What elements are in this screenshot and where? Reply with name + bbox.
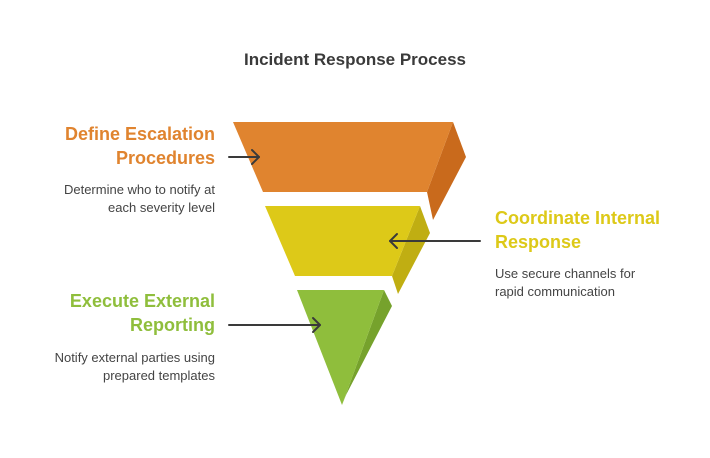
stage-1-desc-line2: each severity level xyxy=(108,200,215,215)
stage-1-description: Determine who to notify at each severity… xyxy=(10,181,215,217)
stage-2-heading-line1: Coordinate Internal xyxy=(495,208,661,228)
stage-3-heading-line2: Reporting xyxy=(130,315,215,335)
funnel-layer-orange xyxy=(233,122,453,192)
funnel-layer-yellow-side xyxy=(392,206,430,294)
stage-2-desc-line1: Use secure channels for xyxy=(495,266,636,281)
funnel-layer-orange-side xyxy=(427,122,466,220)
stage-2-desc-line2: rapid communication xyxy=(495,284,615,299)
stage-1-heading-line1: Define Escalation xyxy=(64,124,215,144)
diagram-title: Incident Response Process xyxy=(243,50,467,69)
stage-3-description: Notify external parties using prepared t… xyxy=(10,349,215,385)
stage-3-desc-line1: Notify external parties using xyxy=(54,350,215,365)
stage-2-description: Use secure channels for rapid communicat… xyxy=(495,265,700,301)
stage-1-heading-line2: Procedures xyxy=(115,148,215,168)
arrow-right-icon xyxy=(228,149,260,165)
stage-3-heading-line1: Execute External xyxy=(69,291,215,311)
arrow-left-icon xyxy=(389,233,481,249)
stage-2-heading-line2: Response xyxy=(495,232,582,252)
stage-2-heading: Coordinate Internal Response xyxy=(495,206,700,254)
stage-3-desc-line2: prepared templates xyxy=(102,368,215,383)
stage-1-heading: Define Escalation Procedures xyxy=(20,122,215,170)
stage-3-heading: Execute External Reporting xyxy=(20,289,215,337)
funnel-layer-yellow xyxy=(265,206,420,276)
funnel-layer-green-side xyxy=(342,290,392,405)
stage-1-desc-line1: Determine who to notify at xyxy=(63,182,215,197)
arrow-right-icon xyxy=(228,317,321,333)
funnel-layer-green xyxy=(297,290,384,405)
